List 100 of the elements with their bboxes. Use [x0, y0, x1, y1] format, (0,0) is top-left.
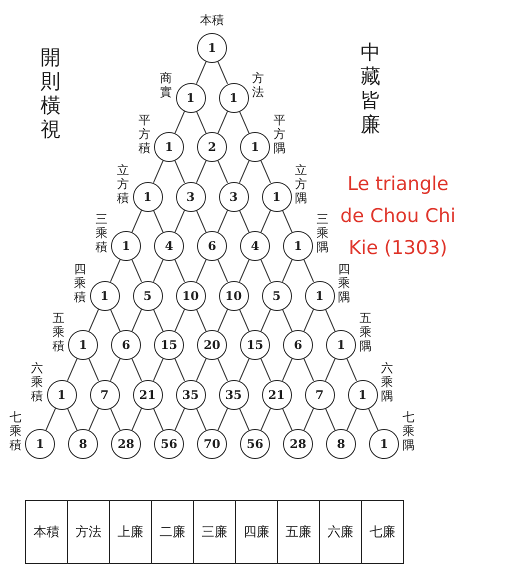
- numeral-circle: 1: [283, 231, 313, 261]
- connector-line: [152, 260, 164, 282]
- connector-line: [324, 309, 336, 332]
- connector-line: [196, 260, 207, 282]
- row-label: 六乘隅: [380, 360, 394, 402]
- connector-line: [196, 210, 207, 232]
- numeral-circle: 1: [240, 132, 270, 162]
- connector-line: [196, 62, 207, 84]
- row-label: 本積: [200, 12, 224, 29]
- connector-line: [152, 210, 164, 232]
- connector-line: [217, 210, 228, 232]
- row-label: 五乘積: [52, 311, 65, 353]
- numeral-circle: 3: [218, 182, 248, 212]
- connector-line: [282, 260, 293, 282]
- connector-line: [174, 408, 186, 430]
- connector-line: [152, 408, 164, 430]
- vertical-note: 開則橫視: [40, 45, 61, 141]
- connector-line: [174, 210, 186, 232]
- connector-line: [131, 309, 142, 332]
- row-label: 平方積: [138, 113, 151, 155]
- connector-line: [174, 260, 186, 282]
- connector-line: [238, 160, 250, 183]
- connector-line: [238, 358, 250, 381]
- row-label: 四乘隅: [338, 262, 350, 304]
- numeral-circle: 1: [326, 330, 356, 360]
- connector-line: [110, 358, 121, 381]
- numeral-circle: 1: [262, 182, 292, 212]
- numeral-circle: 15: [154, 330, 184, 360]
- numeral-circle: 1: [369, 429, 399, 459]
- numeral-circle: 21: [132, 380, 162, 410]
- connector-line: [131, 408, 142, 430]
- row-label: 平方隅: [273, 113, 286, 155]
- row-label: 商實: [160, 70, 172, 98]
- connector-line: [303, 260, 314, 282]
- connector-line: [217, 309, 228, 332]
- numeral-circle: 20: [197, 330, 227, 360]
- connector-line: [260, 260, 272, 282]
- row-label: 立方積: [116, 162, 130, 204]
- connector-line: [238, 210, 250, 232]
- numeral-circle: 5: [132, 280, 162, 310]
- connector-line: [260, 358, 272, 381]
- numeral-circle: 1: [25, 429, 55, 459]
- numeral-circle: 15: [240, 330, 270, 360]
- connector-line: [152, 160, 164, 183]
- connector-line: [217, 111, 228, 134]
- connector-line: [217, 408, 228, 430]
- connector-line: [131, 358, 142, 381]
- connector-line: [196, 358, 207, 381]
- row-label: 四乘積: [74, 262, 86, 304]
- numeral-circle: 1: [348, 380, 378, 410]
- numeral-circle: 1: [46, 380, 76, 410]
- table-cell: 七廉: [361, 500, 404, 564]
- connector-line: [174, 358, 186, 381]
- connector-line: [324, 358, 336, 381]
- numeral-circle: 7: [90, 380, 120, 410]
- connector-line: [217, 62, 228, 84]
- connector-line: [217, 260, 228, 282]
- connector-line: [88, 408, 100, 430]
- connector-line: [131, 210, 142, 232]
- connector-line: [260, 160, 272, 183]
- connector-line: [368, 408, 379, 430]
- connector-line: [260, 210, 272, 232]
- connector-line: [152, 358, 164, 381]
- numeral-circle: 10: [176, 280, 206, 310]
- annotation-text: Le triangle de Chou Chi Kie (1303): [339, 172, 457, 261]
- connector-line: [282, 408, 293, 430]
- row-label: 三乘隅: [316, 212, 329, 254]
- numeral-circle: 8: [326, 429, 356, 459]
- numeral-circle: 21: [262, 380, 292, 410]
- connector-line: [282, 210, 293, 232]
- connector-line: [88, 358, 100, 381]
- numeral-circle: 4: [240, 231, 270, 261]
- numeral-circle: 1: [218, 82, 248, 112]
- numeral-circle: 3: [176, 182, 206, 212]
- connector-line: [174, 309, 186, 332]
- connector-line: [260, 309, 272, 332]
- numeral-circle: 56: [240, 429, 270, 459]
- connector-line: [346, 408, 358, 430]
- row-label: 六乘積: [30, 360, 44, 402]
- connector-line: [196, 408, 207, 430]
- numeral-circle: 35: [218, 380, 248, 410]
- numeral-circle: 1: [68, 330, 98, 360]
- numeral-circle: 56: [154, 429, 184, 459]
- connector-line: [110, 309, 121, 332]
- connector-line: [131, 260, 142, 282]
- connector-line: [196, 111, 207, 134]
- numeral-circle: 7: [304, 380, 334, 410]
- table-cell: 本積: [25, 500, 68, 564]
- table-cell: 三廉: [193, 500, 236, 564]
- connector-line: [238, 260, 250, 282]
- row-label: 七乘隅: [402, 410, 415, 452]
- connector-line: [324, 408, 336, 430]
- numeral-circle: 8: [68, 429, 98, 459]
- connector-line: [217, 160, 228, 183]
- table-cell: 六廉: [319, 500, 362, 564]
- connector-line: [110, 260, 121, 282]
- connector-line: [303, 408, 314, 430]
- numeral-circle: 2: [197, 132, 227, 162]
- connector-line: [196, 160, 207, 183]
- numeral-circle: 6: [283, 330, 313, 360]
